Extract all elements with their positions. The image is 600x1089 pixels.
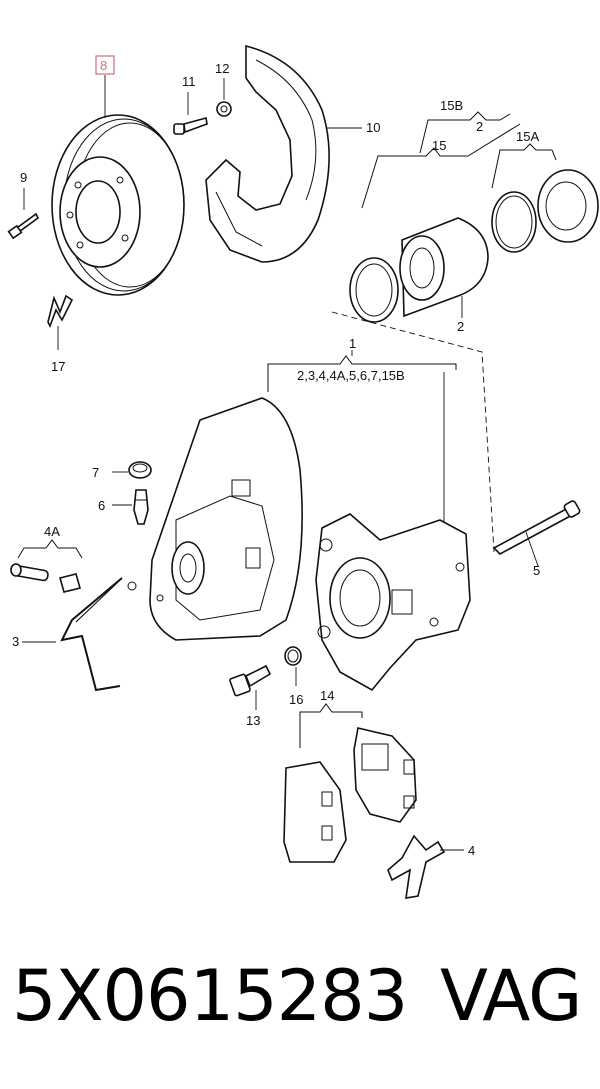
label-6: 6	[98, 498, 105, 513]
seal-group: 15B 2 15 15A 2	[331, 98, 599, 553]
bolt-9: 9	[7, 170, 40, 240]
spring-clip-4: 4	[387, 834, 475, 899]
footer: 5X0615283 VAG	[0, 955, 600, 1075]
label-9: 9	[20, 170, 27, 185]
bracket-1: 1 2,3,4,4A,5,6,7,15B	[267, 336, 457, 540]
label-15a: 15A	[516, 129, 539, 144]
splash-shield-10: 10	[205, 44, 380, 263]
label-3: 3	[12, 634, 19, 649]
label-4: 4	[468, 843, 475, 858]
ring-16: 16	[284, 646, 303, 707]
bolt-13: 13	[229, 664, 272, 728]
bleeder-6: 6	[98, 489, 149, 525]
callout-8: 8	[95, 55, 115, 118]
label-16: 16	[289, 692, 303, 707]
label-15b: 15B	[440, 98, 463, 113]
label-8: 8	[100, 58, 107, 73]
part-number: 5X0615283	[12, 955, 408, 1037]
exploded-brake-diagram: 8 9 17 11 12 10 15B 2	[7, 44, 599, 899]
label-11: 11	[182, 74, 196, 89]
label-7: 7	[92, 465, 99, 480]
bushings-4a: 4A	[10, 524, 83, 593]
caliper-carrier	[315, 513, 471, 692]
label-10: 10	[366, 120, 380, 135]
label-5: 5	[533, 563, 540, 578]
brand-name: VAG	[440, 955, 582, 1037]
screw-11: 11	[173, 74, 208, 135]
label-13: 13	[246, 713, 260, 728]
brake-pads-14: 14	[283, 688, 417, 863]
label-2b: 2	[457, 319, 464, 334]
washer-12: 12	[215, 61, 232, 117]
label-14: 14	[320, 688, 334, 703]
spring-3: 3	[12, 577, 123, 692]
cap-7: 7	[92, 461, 152, 480]
clip-17: 17	[47, 294, 74, 374]
brake-disc	[51, 114, 185, 296]
label-15: 15	[432, 138, 446, 153]
label-2a: 2	[476, 119, 483, 134]
caliper-housing	[127, 397, 303, 641]
guide-pin-5: 5	[492, 500, 581, 578]
label-12: 12	[215, 61, 229, 76]
label-4a: 4A	[44, 524, 60, 539]
label-1-sub: 2,3,4,4A,5,6,7,15B	[297, 368, 405, 383]
label-17: 17	[51, 359, 65, 374]
label-1: 1	[349, 336, 356, 351]
